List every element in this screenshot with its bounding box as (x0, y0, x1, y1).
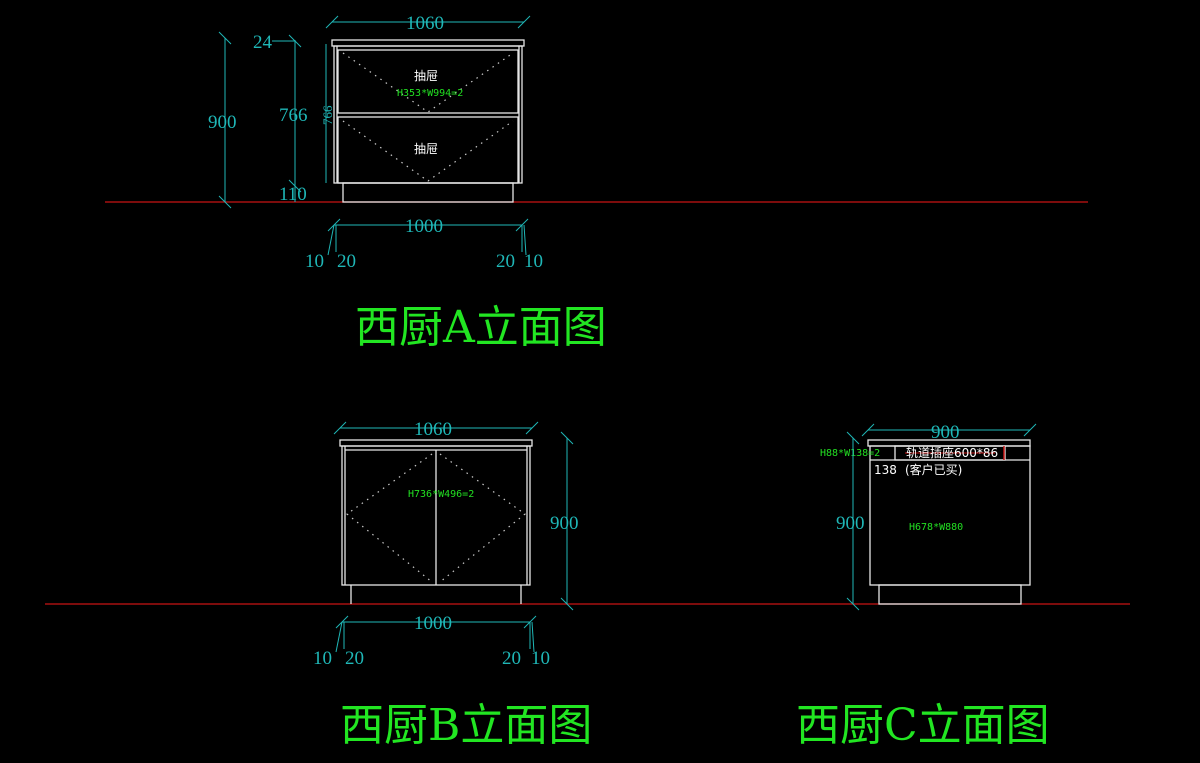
dim-total-height-b: 900 (550, 513, 579, 534)
dim-body-height-inner-a: 766 (320, 105, 335, 125)
dim-right-gap1-a: 20 (496, 251, 515, 272)
drawer-1-label: 抽屉 (414, 69, 438, 83)
view-c: H88*W138=2 轨道插座600*86 138 (客户已买) H678*W8… (796, 422, 1050, 751)
rail-socket-box (894, 445, 1006, 461)
dim-plinth-width-a: 1000 (405, 216, 443, 237)
dim-top-thickness-a: 24 (253, 32, 273, 53)
plinth-c (878, 584, 1022, 605)
dim-top-width-b: 1060 (414, 419, 452, 440)
dim-left-gap1-a: 10 (305, 251, 324, 272)
drawer-1-spec: H353*W994=2 (397, 88, 463, 99)
title-view-c: 西厨C立面图 (796, 700, 1050, 751)
drawer-1 (337, 49, 519, 114)
dim-top-width-c: 900 (931, 422, 960, 443)
countertop-b (339, 439, 533, 447)
dim-right-gap2-a: 10 (524, 251, 543, 272)
title-view-a: 西厨A立面图 (355, 302, 607, 353)
title-view-b: 西厨B立面图 (340, 700, 592, 751)
dim-body-height-a: 766 (279, 105, 308, 126)
dim-top-width-a: 1060 (406, 13, 444, 34)
dim-right-gap1-b: 20 (502, 648, 521, 669)
customer-bought-note: (客户已买) (905, 462, 962, 477)
dim-total-height-a: 900 (208, 112, 237, 133)
dim-138-c: 138 (874, 463, 897, 477)
door-spec-b: H736*W496=2 (408, 489, 474, 500)
dim-left-gap2-a: 20 (337, 251, 356, 272)
dim-total-height-c: 900 (836, 513, 865, 534)
dim-plinth-height-a: 110 (279, 184, 307, 205)
view-b: H736*W496=2 1060 900 1000 10 20 20 10 西厨… (45, 419, 1130, 751)
small-drawer-spec-c: H88*W138=2 (820, 448, 880, 459)
dim-left-gap2-b: 20 (345, 648, 364, 669)
plinth-a (342, 182, 514, 203)
dim-left-gap1-b: 10 (313, 648, 332, 669)
rail-socket-label: 轨道插座600*86 (906, 445, 998, 460)
dim-right-gap2-b: 10 (531, 648, 550, 669)
view-a: 抽屉 H353*W994=2 抽屉 1060 900 24 766 110 76… (105, 13, 1088, 353)
countertop-a (331, 39, 525, 47)
door-spec-c: H678*W880 (909, 522, 963, 533)
drawer-2-label: 抽屉 (414, 142, 438, 156)
dim-plinth-width-b: 1000 (414, 613, 452, 634)
